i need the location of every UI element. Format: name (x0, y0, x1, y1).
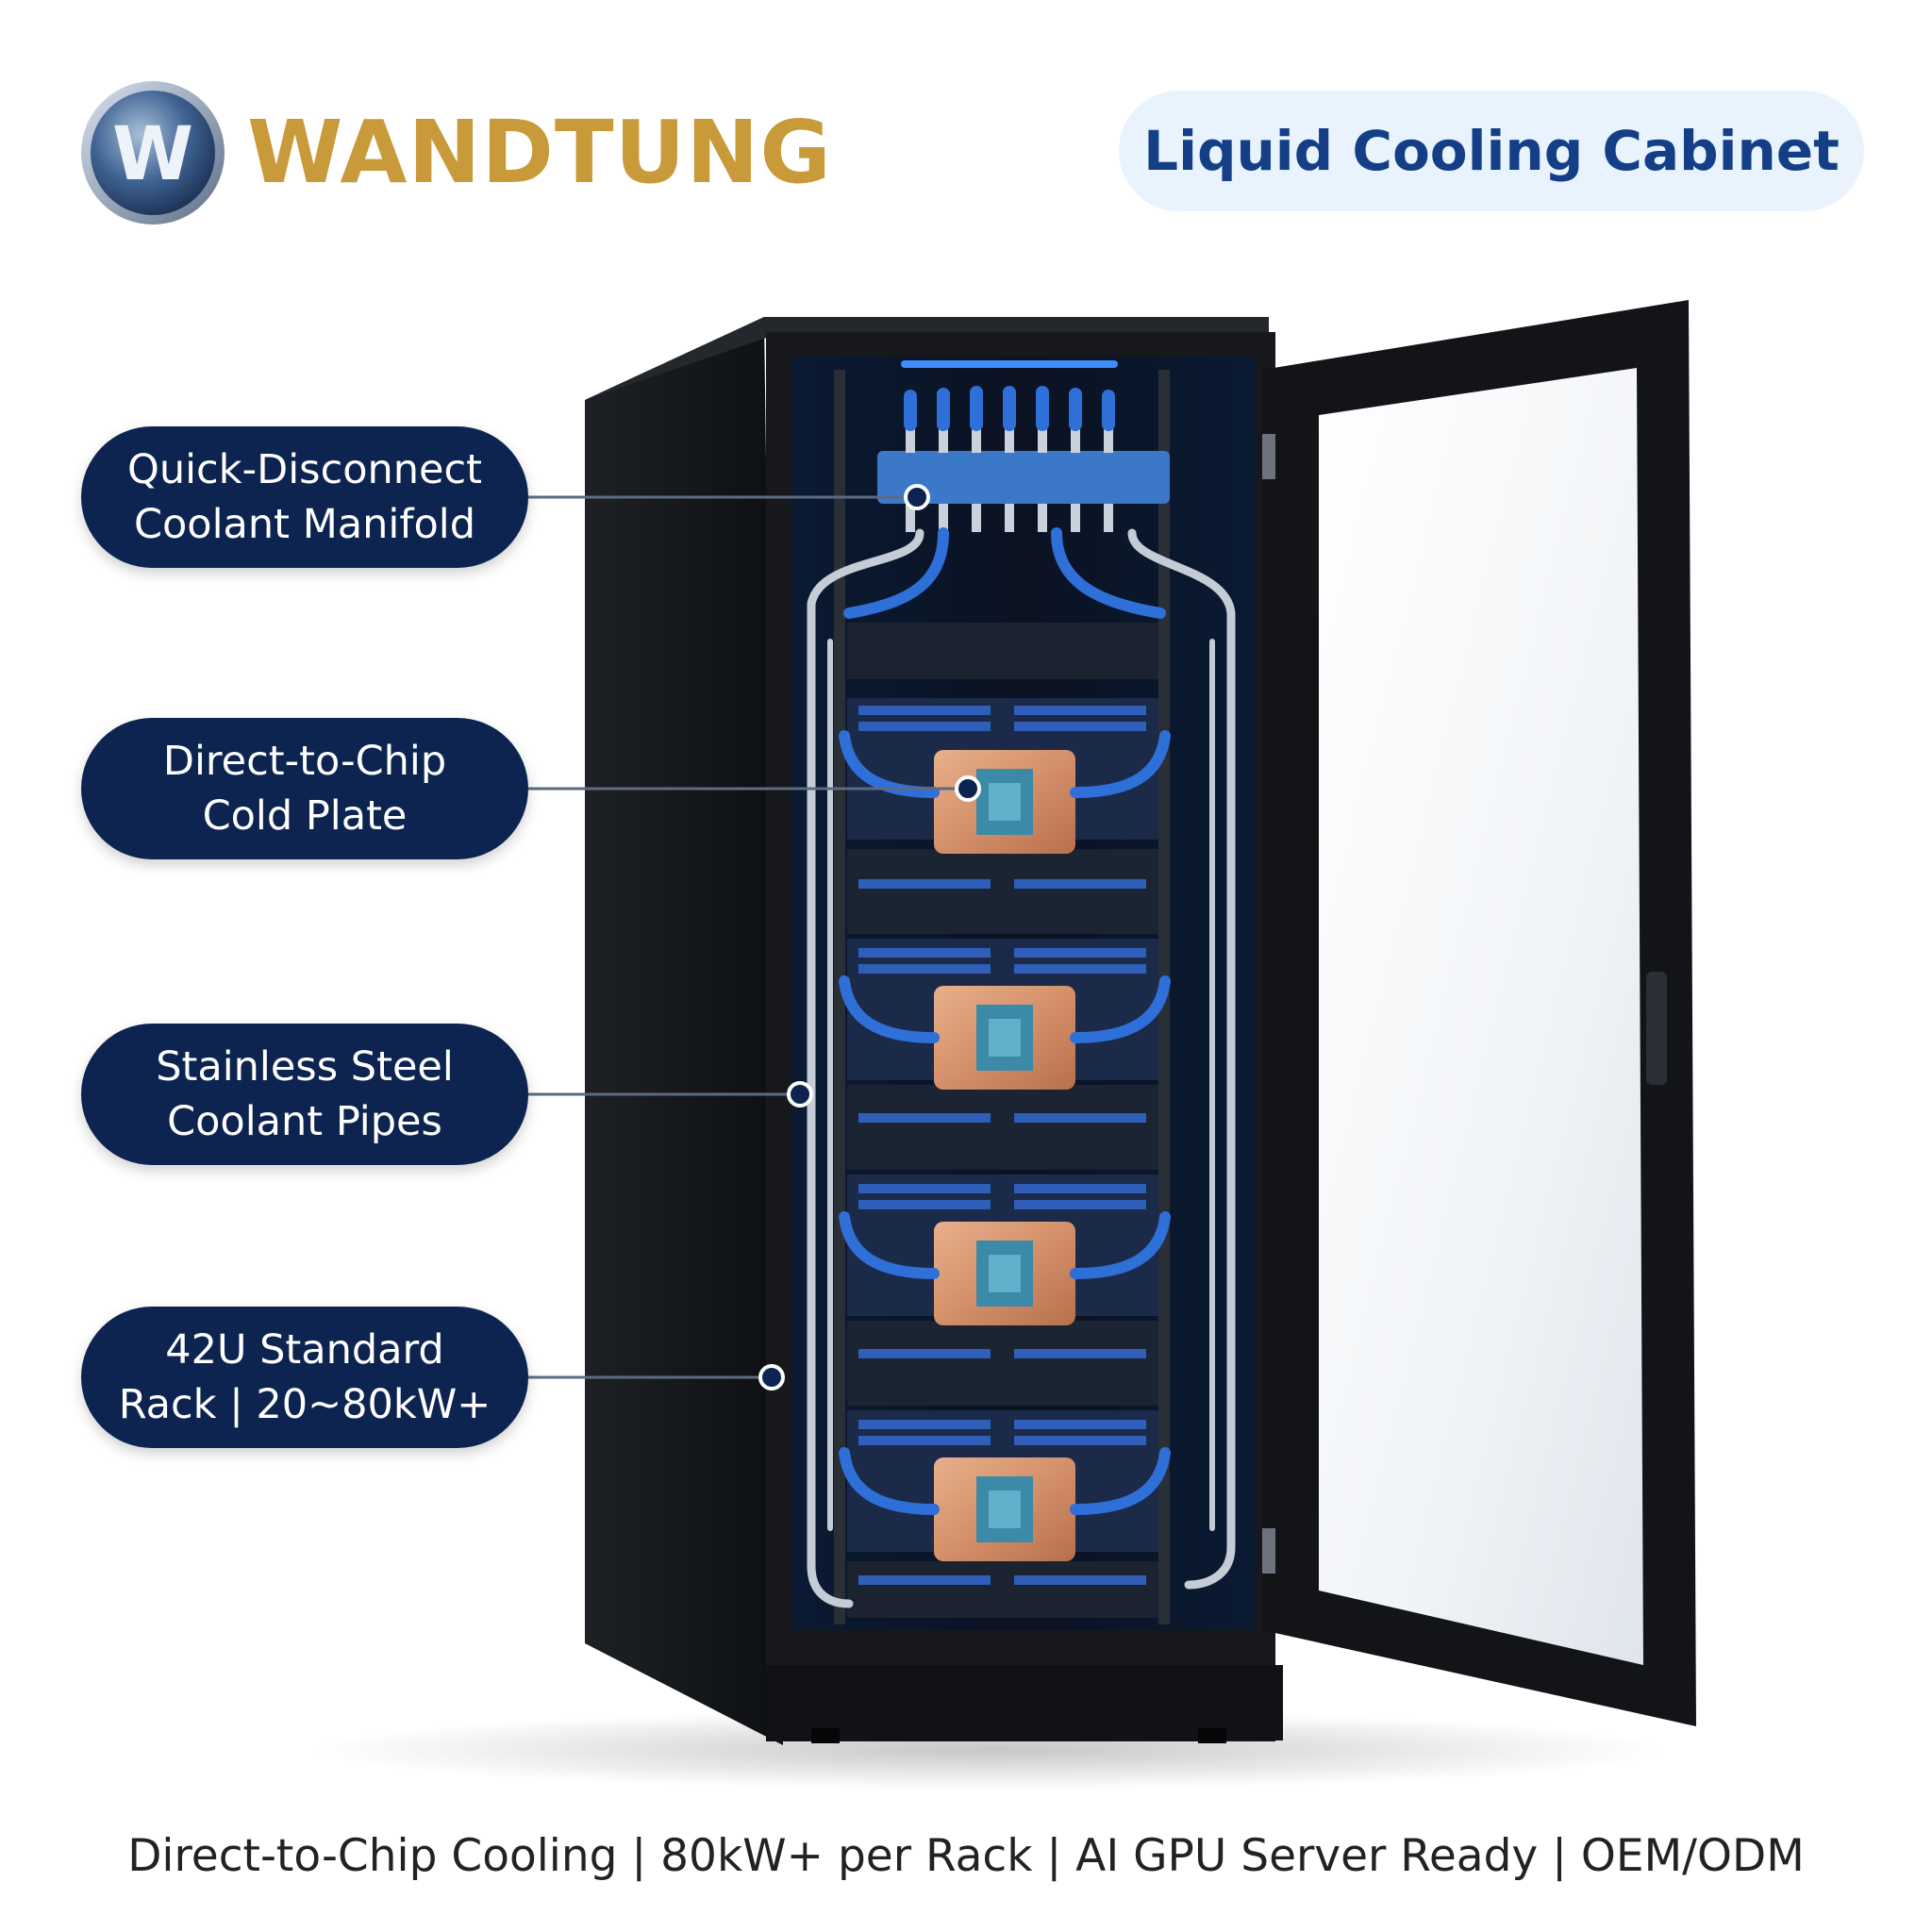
callout-line: Direct-to-Chip (162, 738, 447, 785)
door-handle (1646, 972, 1667, 1085)
callout-line: Rack | 20~80kW+ (118, 1381, 491, 1428)
title-badge: Liquid Cooling Cabinet (1119, 91, 1864, 211)
floor-shadow (311, 1710, 1670, 1790)
callout-coolant-manifold: Quick-Disconnect Coolant Manifold (81, 426, 528, 568)
cabinet-side-panel (585, 317, 783, 1745)
callout-anchor-dots (758, 484, 981, 1391)
svg-text:W: W (112, 112, 193, 197)
callout-line: 42U Standard (165, 1326, 444, 1374)
cabinet-base (766, 1665, 1283, 1740)
coolant-hoses (839, 527, 1171, 1515)
callout-rack-spec: 42U Standard Rack | 20~80kW+ (81, 1307, 528, 1448)
callout-leader-lines (528, 495, 968, 1379)
stainless-steel-pipes (807, 528, 1236, 1608)
cabinet-door-glass (1319, 368, 1643, 1665)
cold-plate-3 (934, 1222, 1075, 1325)
cold-plate-4 (934, 1457, 1075, 1561)
callout-coolant-pipes: Stainless Steel Coolant Pipes (81, 1024, 528, 1165)
manifold-connectors (906, 425, 1113, 532)
callout-line: Coolant Pipes (167, 1098, 442, 1145)
callout-line: Coolant Manifold (133, 501, 476, 548)
callout-line: Quick-Disconnect (127, 446, 482, 493)
callout-line: Cold Plate (202, 792, 408, 840)
cabinet-foot-left (811, 1728, 840, 1743)
rack-rail-left (834, 370, 845, 1624)
door-hinge-top (1262, 434, 1275, 479)
cold-plate-2 (934, 986, 1075, 1090)
drive-bays (858, 706, 1146, 1585)
page-title: Liquid Cooling Cabinet (1143, 119, 1840, 183)
callout-line: Stainless Steel (156, 1043, 454, 1091)
callout-cold-plate: Direct-to-Chip Cold Plate (81, 718, 528, 859)
wandtung-logo-icon: W (81, 81, 225, 225)
cold-plate-1 (934, 750, 1075, 854)
interior-led-strip (901, 360, 1118, 368)
cabinet-foot-right (1198, 1728, 1226, 1743)
feature-caption: Direct-to-Chip Cooling | 80kW+ per Rack … (127, 1830, 1805, 1882)
door-hinge-bottom (1262, 1528, 1275, 1574)
manifold-hoses-top (904, 386, 1115, 431)
brand-logo: W WANDTUNG (79, 79, 831, 226)
cabinet-top (585, 317, 1269, 400)
brand-name: WANDTUNG (247, 102, 832, 203)
coolant-manifold (877, 451, 1170, 504)
